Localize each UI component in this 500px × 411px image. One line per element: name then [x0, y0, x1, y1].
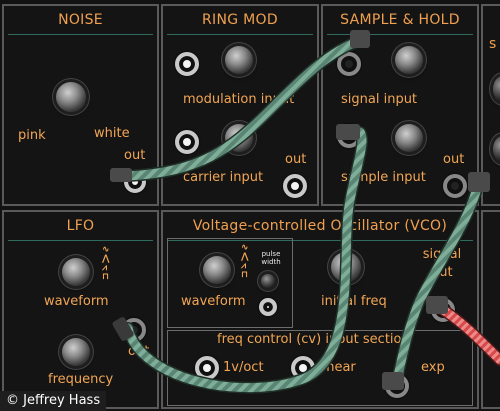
- cable-lfo-to-sh-sample-braid: [123, 127, 367, 393]
- vco-waveform-knob[interactable]: [203, 256, 231, 284]
- vco-title-rule: [167, 240, 473, 241]
- noise-pink-label: pink: [18, 128, 46, 143]
- plug-sh-out[interactable]: [468, 172, 490, 192]
- sample-hold-title: SAMPLE & HOLD: [340, 12, 460, 28]
- noise-white-label: white: [94, 126, 130, 141]
- copyright-notice: © Jeffrey Hass: [0, 391, 107, 411]
- ring-mod-carrier-label: carrier input: [183, 170, 264, 185]
- partial-right-module-top: s: [481, 4, 500, 206]
- lfo-frequency-label: frequency: [48, 372, 114, 387]
- partial-right-knob-1[interactable]: [493, 76, 500, 102]
- sample-hold-module: SAMPLE & HOLD signal input sample input …: [321, 4, 479, 206]
- lfo-title: LFO: [66, 218, 95, 234]
- noise-title: NOISE: [58, 12, 103, 28]
- vco-1voct-label: 1v/oct: [223, 360, 264, 375]
- vco-exp-label: exp: [421, 360, 445, 375]
- noise-module: NOISE pink white out: [2, 4, 159, 206]
- partial-right-knob-2[interactable]: [493, 136, 500, 162]
- ring-mod-carrier-jack[interactable]: [175, 130, 199, 154]
- ring-mod-out-label: out: [285, 152, 307, 167]
- sample-hold-sample-knob[interactable]: [395, 124, 423, 152]
- plug-noise-out[interactable]: [110, 168, 132, 182]
- cable-noise-to-sh-signal-braid: [123, 35, 367, 181]
- ring-mod-title-rule: [167, 34, 313, 35]
- lfo-waveform-label: waveform: [44, 294, 109, 309]
- lfo-frequency-knob[interactable]: [62, 338, 90, 366]
- lfo-module: LFO ∿⋀⩘⊓ waveform frequency out: [2, 210, 159, 409]
- plug-vco-exp[interactable]: [382, 372, 404, 390]
- vco-pulse-width-jack[interactable]: [259, 298, 277, 316]
- vco-1voct-jack[interactable]: [195, 356, 219, 380]
- ring-mod-modulation-jack[interactable]: [175, 52, 199, 76]
- lfo-waveform-knob[interactable]: [62, 258, 90, 286]
- vco-waveform-box: [167, 238, 293, 328]
- vco-freq-section-label: freq control (cv) input section: [217, 332, 410, 347]
- sample-hold-signal-label: signal input: [341, 92, 418, 107]
- vco-waveform-label: waveform: [181, 294, 246, 309]
- ring-mod-out-jack[interactable]: [283, 174, 307, 198]
- plug-sh-sample[interactable]: [336, 124, 360, 140]
- sample-hold-sample-label: sample input: [341, 170, 426, 185]
- partial-right-title: s: [489, 36, 497, 52]
- cable-sh-to-vco-exp-braid: [391, 179, 483, 389]
- lfo-waveform-icons: ∿⋀⩘⊓: [102, 245, 110, 282]
- sample-hold-signal-knob[interactable]: [395, 46, 423, 74]
- lfo-title-rule: [8, 240, 153, 241]
- noise-color-knob[interactable]: [56, 82, 86, 112]
- plug-sh-signal[interactable]: [350, 30, 370, 48]
- ring-mod-modulation-label: modulation input: [183, 92, 295, 107]
- ring-mod-modulation-knob[interactable]: [225, 46, 253, 74]
- cable-vco-signal-out-braid: [435, 303, 500, 365]
- plug-vco-signal-out[interactable]: [426, 296, 448, 314]
- noise-out-label: out: [124, 148, 146, 163]
- ring-mod-title: RING MOD: [202, 12, 278, 28]
- sample-hold-out-jack[interactable]: [443, 174, 467, 198]
- plug-lfo-out[interactable]: [111, 316, 134, 342]
- sample-hold-out-label: out: [443, 152, 465, 167]
- vco-title: Voltage-controlled Oscillator (VCO): [192, 218, 448, 234]
- vco-pulse-width-label: pulse width: [261, 250, 281, 266]
- noise-title-rule: [8, 34, 153, 35]
- sample-hold-title-rule: [327, 34, 473, 35]
- vco-pulse-width-knob[interactable]: [261, 274, 275, 288]
- vco-waveform-icons: ∿⋀⩘⊓: [241, 243, 249, 280]
